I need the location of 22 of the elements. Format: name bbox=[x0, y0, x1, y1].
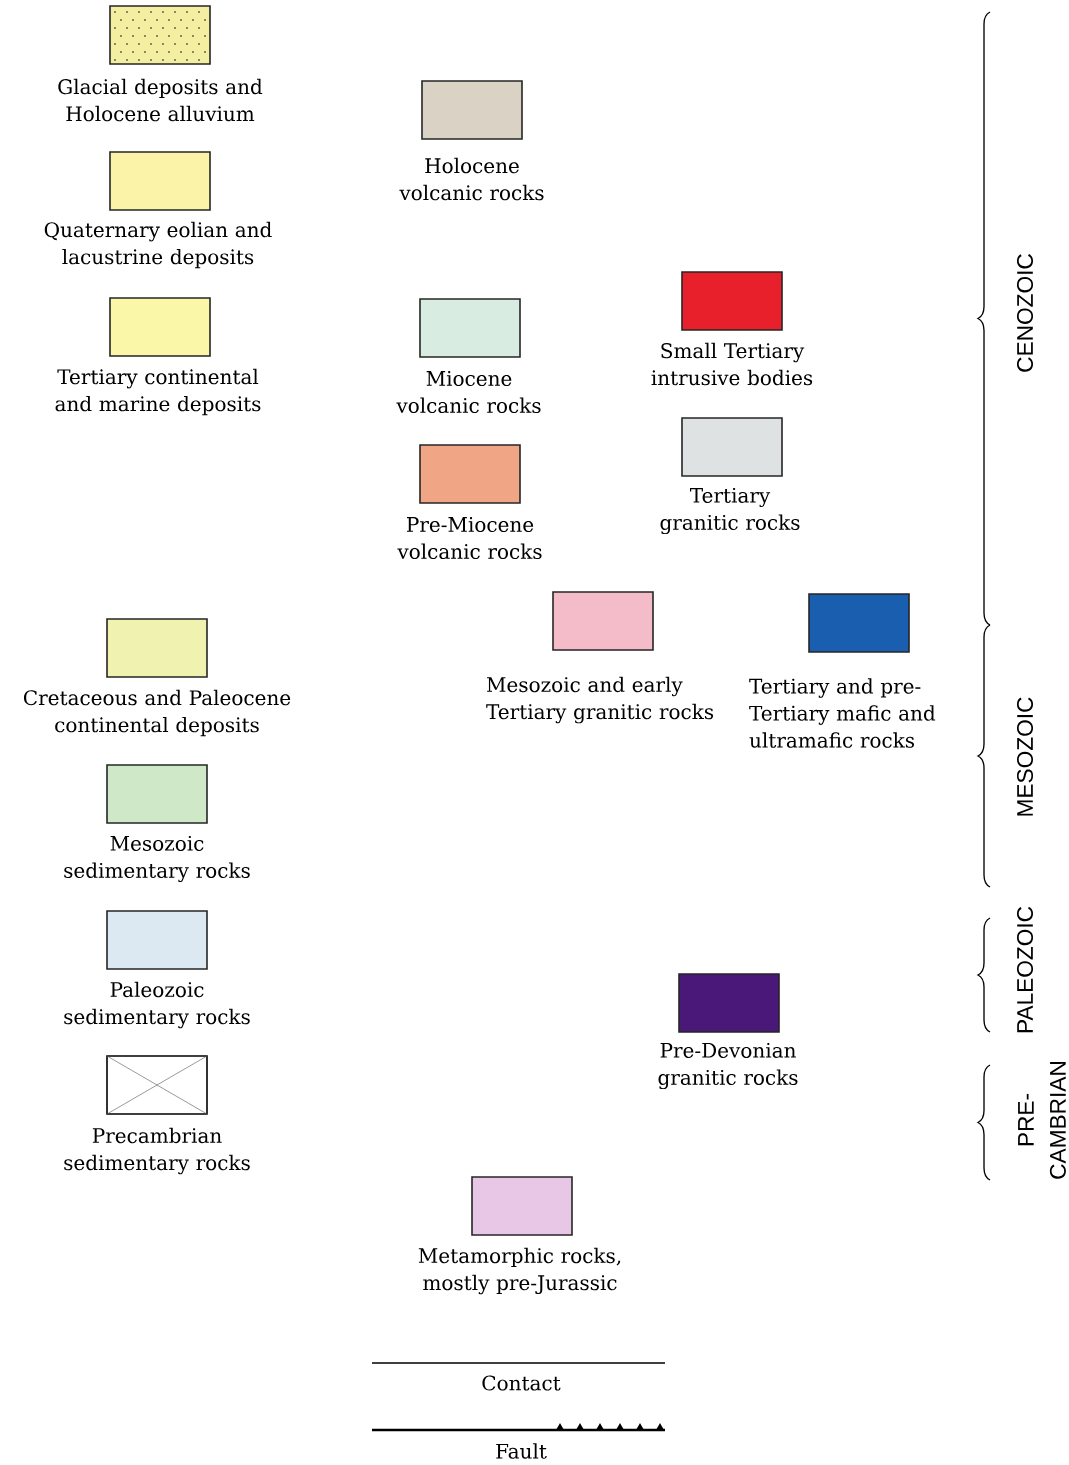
legend-text: Tertiary and pre-Tertiary mafic and ultramafic rocks bbox=[749, 678, 936, 748]
legend-text: Mesozoic sedimentary rocks bbox=[64, 835, 250, 883]
legend-text: Holocene volcanic rocks bbox=[399, 157, 544, 201]
legend-text: Pre-Devonian granitic rocks bbox=[658, 1042, 798, 1090]
legend-text: Precambrian sedimentary rocks bbox=[64, 1127, 250, 1175]
legend-text: Contact bbox=[482, 1375, 561, 1391]
legend-text: Miocene volcanic rocks bbox=[396, 371, 541, 414]
legend-text: Fault bbox=[496, 1443, 547, 1459]
legend-text: Tertiary granitic rocks bbox=[660, 487, 800, 535]
legend-text: Mesozoic and early Tertiary granitic rocks bbox=[486, 676, 714, 724]
legend-text: Tertiary continental and marine deposits bbox=[55, 368, 261, 416]
legend-text: Metamorphic rocks, mostly pre-Jurassic bbox=[418, 1247, 621, 1295]
legend-text: Pre-Miocene volcanic rocks bbox=[397, 517, 542, 560]
era-label: MESOZOIC bbox=[1017, 697, 1034, 816]
legend-text: Glacial deposits and Holocene alluvium bbox=[58, 78, 263, 122]
era-label: CENOZOIC bbox=[1017, 254, 1034, 372]
legend-text: Quaternary eolian and lacustrine deposits bbox=[44, 221, 272, 269]
era-label: PALEOZOIC bbox=[1017, 906, 1034, 1033]
legend-text: Small Tertiary intrusive bodies bbox=[651, 342, 813, 386]
legend-text: Cretaceous and Paleocene continental deposits bbox=[23, 689, 291, 737]
era-label: PRE-CAMBRIAN bbox=[1018, 1062, 1066, 1179]
legend-text: Paleozoic sedimentary rocks bbox=[64, 981, 250, 1029]
